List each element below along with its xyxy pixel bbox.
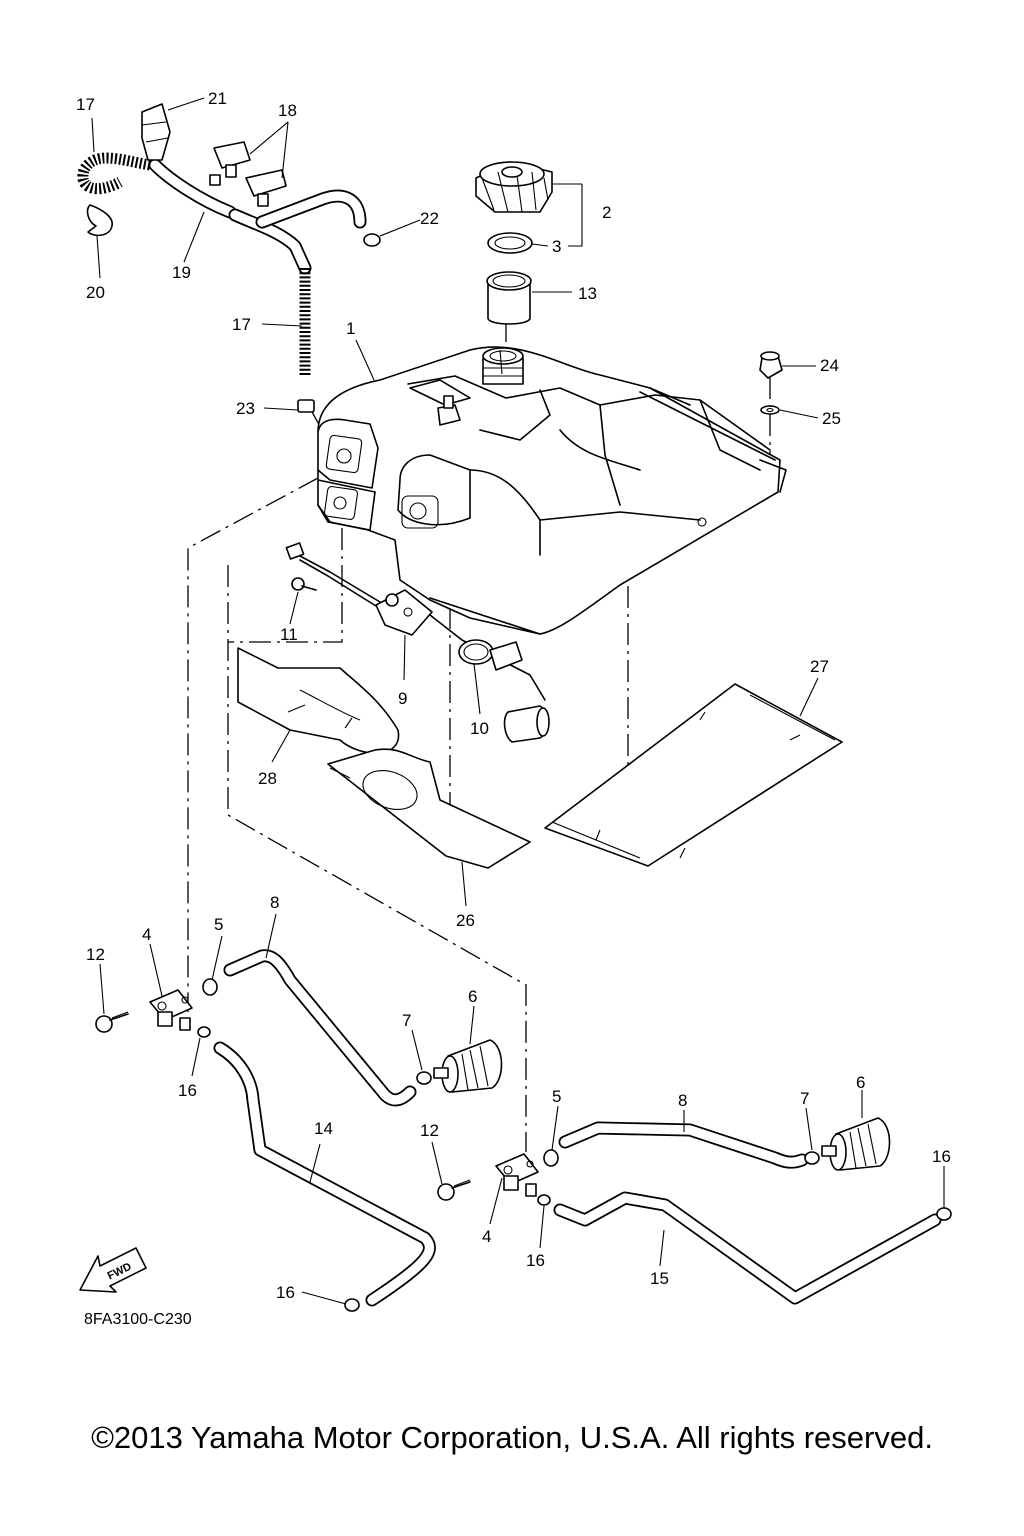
callout-8-left: 8 — [270, 893, 279, 912]
callout-4-left: 4 — [142, 925, 151, 944]
callout-25: 25 — [822, 409, 841, 428]
callout-16-d: 16 — [526, 1251, 545, 1270]
callout-5-right: 5 — [552, 1087, 561, 1106]
breather-hoses — [77, 103, 381, 413]
callout-21: 21 — [208, 89, 227, 108]
callout-4-right: 4 — [482, 1227, 491, 1246]
callout-27: 27 — [810, 657, 829, 676]
callout-22: 22 — [420, 209, 439, 228]
callout-labels: 17 21 18 20 19 22 2 3 13 17 1 23 24 25 1… — [76, 89, 951, 1328]
callout-15: 15 — [650, 1269, 669, 1288]
callout-7-left: 7 — [402, 1011, 411, 1030]
callout-28: 28 — [258, 769, 277, 788]
nut-and-washer — [759, 351, 783, 415]
callout-13: 13 — [578, 284, 597, 303]
copyright-notice: ©2013 Yamaha Motor Corporation, U.S.A. A… — [91, 1420, 933, 1455]
callout-19: 19 — [172, 263, 191, 282]
callout-11: 11 — [280, 625, 298, 644]
callout-24: 24 — [820, 356, 839, 375]
callout-7-right: 7 — [800, 1089, 809, 1108]
callout-17-upper: 17 — [76, 95, 95, 114]
leader-lines — [91, 97, 945, 1305]
callout-2: 2 — [602, 203, 611, 222]
callout-23: 23 — [236, 399, 255, 418]
callout-16-b: 16 — [276, 1283, 295, 1302]
lower-left-fuel-line — [95, 949, 503, 1312]
fuel-cap — [475, 161, 553, 213]
insulator — [327, 748, 531, 869]
callout-14: 14 — [314, 1119, 333, 1138]
callout-12-right: 12 — [420, 1121, 439, 1140]
diagram-part-code: 8FA3100-C230 — [84, 1311, 192, 1328]
callout-26: 26 — [456, 911, 475, 930]
heat-insulator — [237, 647, 400, 754]
callout-16-c: 16 — [932, 1147, 951, 1166]
callout-9: 9 — [398, 689, 407, 708]
fuel-level-sensor — [285, 542, 550, 743]
callout-1: 1 — [346, 319, 355, 338]
callout-5-left: 5 — [214, 915, 223, 934]
filler-strainer — [486, 271, 532, 325]
protector-plate — [544, 683, 843, 867]
callout-6-right: 6 — [856, 1073, 865, 1092]
callout-12-left: 12 — [86, 945, 105, 964]
callout-18: 18 — [278, 101, 297, 120]
callout-20: 20 — [86, 283, 105, 302]
cap-gasket — [487, 232, 533, 254]
callout-8-right: 8 — [678, 1091, 687, 1110]
lower-right-fuel-line — [437, 1117, 952, 1305]
fwd-arrow-icon: FWD — [79, 1247, 147, 1293]
callout-16-a: 16 — [178, 1081, 197, 1100]
fuel-tank — [317, 346, 787, 635]
callout-3: 3 — [552, 237, 561, 256]
callout-10: 10 — [470, 719, 489, 738]
callout-6-left: 6 — [468, 987, 477, 1006]
callout-17-lower: 17 — [232, 315, 251, 334]
